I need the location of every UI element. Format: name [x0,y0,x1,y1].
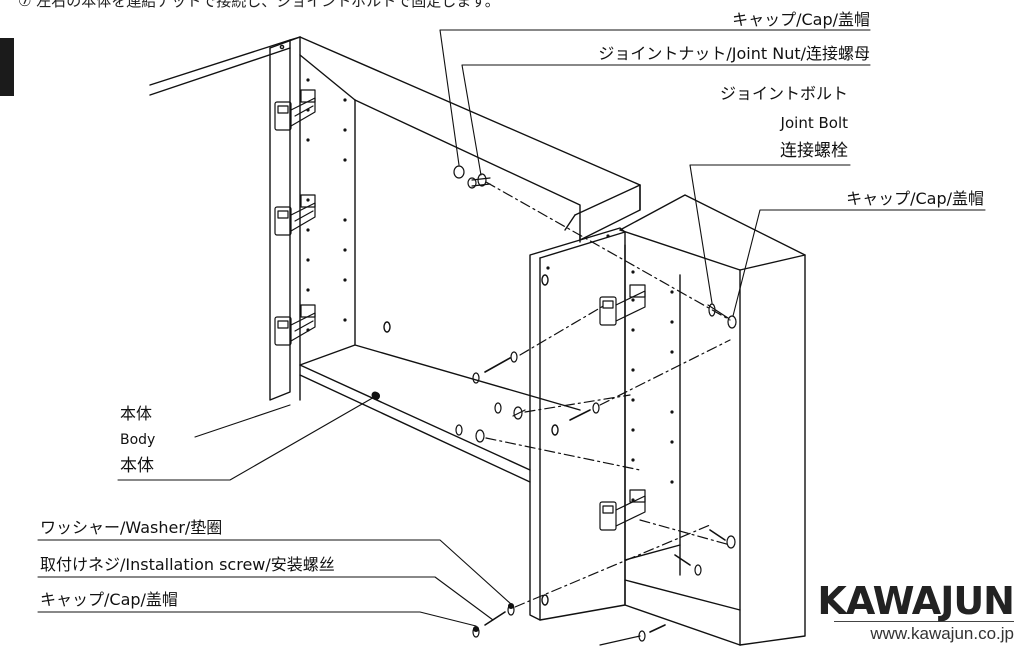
joint-nut-label: ジョイントナット/Joint Nut/连接螺母 [598,44,870,63]
joint-bolt-label-en: Joint Bolt [780,114,848,132]
leader-lines [37,29,986,633]
body-label-cn: 本体 [120,456,154,476]
left-cabinet [149,36,641,483]
right-cabinet [529,194,806,646]
top-note: ⑦ 左右の本体を連結ナットで接続し、ジョイントボルトで固定します。 [18,0,500,10]
cap-label-bottom: キャップ/Cap/盖帽 [40,590,178,609]
body-label-en: Body [120,432,156,448]
logo-url: www.kawajun.co.jp [834,621,1014,644]
cap-label-top: キャップ/Cap/盖帽 [732,10,870,29]
kawajun-logo: KAWAJUN www.kawajun.co.jp [814,579,1015,644]
cap-label-right: キャップ/Cap/盖帽 [846,189,984,208]
logo-brand: KAWAJUN [817,579,1015,623]
joint-bolt-label-jp: ジョイントボルト [719,84,848,103]
step-marker [0,38,14,96]
left-hinges [274,89,316,346]
washer-label: ワッシャー/Washer/垫圈 [40,518,223,537]
joint-bolt-label-cn: 连接螺栓 [780,141,848,161]
body-label-jp: 本体 [120,404,153,423]
hardware [453,165,737,646]
install-screw-label: 取付けネジ/Installation screw/安装螺丝 [40,555,335,574]
